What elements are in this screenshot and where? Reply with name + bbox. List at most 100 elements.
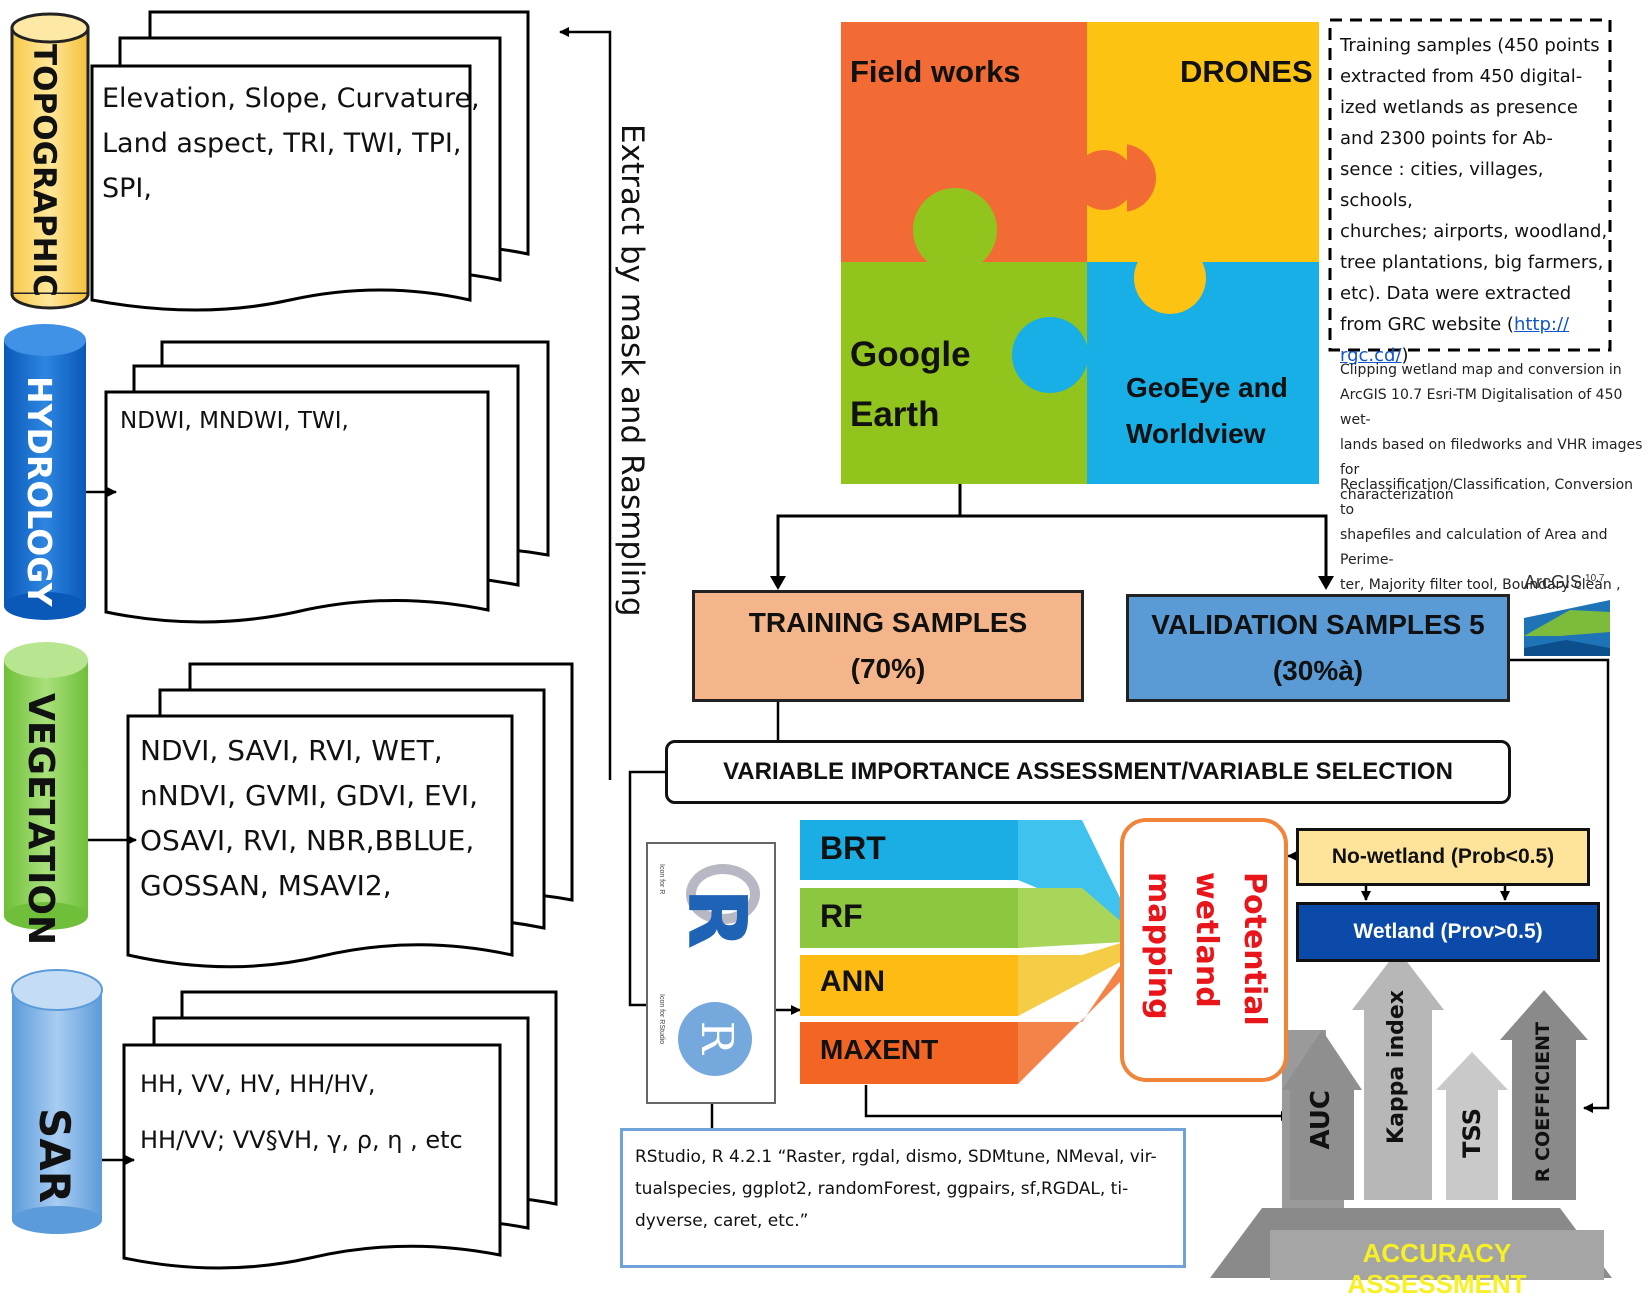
grc-link-2[interactable]: rgc.cd/	[1340, 345, 1402, 366]
extract-arrow	[559, 27, 612, 780]
clipping-note: Clipping wetland map and conversion in A…	[1340, 358, 1650, 508]
variable-selection-box: VARIABLE IMPORTANCE ASSESSMENT/VARIABLE …	[665, 740, 1511, 804]
potential-mapping-box: Potential wetland mapping	[1120, 818, 1288, 1082]
vegetation-line: nNDVI, GVMI, GDVI, EVI,	[140, 779, 479, 812]
vegetation-line: GOSSAN, MSAVI2,	[140, 869, 392, 902]
topographic-line: Elevation, Slope, Curvature,	[102, 83, 480, 114]
model-rf: RF	[800, 888, 1018, 948]
sar-variables: HH, VV, HV, HH/HV, HH/VV; VV§VH, γ, ρ, η…	[140, 1056, 463, 1168]
r-ring-icon	[686, 864, 760, 924]
rstudio-letter: R	[691, 1020, 743, 1055]
no-wetland-box: No-wetland (Prob<0.5)	[1296, 828, 1590, 886]
rstudio-line: dyverse, caret, etc.”	[635, 1211, 809, 1231]
r-caption: Icon for R	[658, 864, 665, 895]
sar-doc-stack	[122, 990, 558, 1270]
accuracy-graphic	[1210, 950, 1612, 1280]
training-samples-title: TRAINING SAMPLES	[748, 607, 1028, 638]
google-earth-label: Google Earth	[850, 325, 971, 445]
metric-kappa: Kappa index	[1384, 990, 1409, 1144]
wetland-box: Wetland (Prov>0.5)	[1296, 902, 1600, 962]
google-earth-line: Earth	[850, 395, 940, 434]
clipping-line: ArcGIS 10.7 Esri-TM Digitalisation of 45…	[1340, 387, 1623, 428]
hydrology-label: HYDROLOGY	[20, 376, 59, 607]
topographic-line: Land aspect, TRI, TWI, TPI,	[102, 128, 462, 159]
r-logo: R	[670, 854, 766, 964]
note-text: from GRC website (	[1340, 314, 1514, 335]
sar-line: HH, VV, HV, HH/HV,	[140, 1070, 376, 1098]
clipping-line: Clipping wetland map and conversion in	[1340, 362, 1622, 378]
note-line: churches; airports, woodland,	[1340, 221, 1608, 242]
model-maxent: MAXENT	[800, 1022, 1018, 1084]
grc-link[interactable]: http://	[1513, 314, 1570, 335]
r-letter-icon: R	[670, 887, 764, 950]
accuracy-title: ACCURACY ASSESSMENT	[1347, 1238, 1527, 1299]
note-line: etc). Data were extracted	[1340, 283, 1572, 304]
training-note-border	[1328, 18, 1612, 352]
sar-cylinder	[11, 969, 103, 1234]
note-line: Training samples (450 points	[1340, 35, 1600, 56]
data-sources-puzzle	[841, 22, 1319, 484]
topographic-label: TOPOGRAPHIC	[26, 44, 62, 297]
vegetation-line: OSAVI, RVI, NBR,BBLUE,	[140, 824, 475, 857]
topographic-cylinder	[10, 12, 90, 310]
reclass-line: shapefiles and calculation of Area and P…	[1340, 527, 1608, 568]
note-line: extracted from 450 digital-	[1340, 66, 1583, 87]
clipping-line: lands based on filedworks and VHR images…	[1340, 437, 1643, 478]
geoeye-line: Worldview	[1126, 418, 1266, 449]
topographic-doc-stack	[90, 10, 530, 312]
arcgis-name: ArcGIS	[1524, 572, 1583, 592]
training-note: Training samples (450 points extracted f…	[1340, 30, 1610, 371]
potential-line: Potential	[1237, 872, 1272, 1026]
topographic-variables: Elevation, Slope, Curvature, Land aspect…	[102, 76, 480, 211]
vegetation-cylinder	[4, 642, 88, 930]
training-samples-percent: (70%)	[850, 653, 926, 684]
note-line: tree plantations, big farmers,	[1340, 252, 1604, 273]
vegetation-variables: NDVI, SAVI, RVI, WET, nNDVI, GVMI, GDVI,…	[140, 728, 478, 908]
geoeye-label: GeoEye and Worldview	[1126, 365, 1288, 457]
potential-line: mapping	[1141, 872, 1176, 1020]
topographic-line: SPI,	[102, 173, 152, 204]
potential-mapping-label: Potential wetland mapping	[1134, 872, 1278, 1026]
potential-line: wetland	[1189, 872, 1224, 1008]
validation-samples-percent: (30%à)	[1272, 655, 1364, 686]
field-works-label: Field works	[850, 54, 1021, 89]
metric-r-coefficient: R COEFFICIENT	[1532, 1022, 1554, 1183]
arcgis-logo	[1524, 600, 1610, 656]
arcgis-version: 10.7	[1585, 573, 1605, 584]
extract-label: Extract by mask and Rasmpling	[614, 124, 650, 617]
rstudio-line: tualspecies, ggplot2, randomForest, ggpa…	[635, 1179, 1129, 1199]
sar-label: SAR	[30, 1108, 79, 1204]
r-software-box: R Icon for R R Icon for RStudio	[646, 842, 776, 1104]
rstudio-caption: Icon for RStudio	[658, 994, 665, 1045]
model-brt: BRT	[800, 820, 1018, 880]
google-earth-line: Google	[850, 335, 971, 374]
hydrology-variables: NDWI, MNDWI, TWI,	[120, 408, 349, 434]
drones-label: DRONES	[1180, 54, 1313, 89]
note-line: and 2300 points for Ab-	[1340, 128, 1553, 149]
note-line-link: from GRC website (http://	[1340, 309, 1610, 340]
geoeye-line: GeoEye and	[1126, 372, 1288, 403]
models-ribbons	[1018, 820, 1124, 1084]
vegetation-label: VEGETATION	[20, 693, 61, 946]
note-line: ized wetlands as presence	[1340, 97, 1578, 118]
vegetation-doc-stack	[126, 662, 574, 969]
note-line: sence : cities, villages, schools,	[1340, 159, 1544, 211]
hydrology-cylinder	[4, 324, 86, 620]
note-line-link: rgc.cd/)	[1340, 340, 1610, 371]
reclass-line: Reclassification/Classification, Convers…	[1340, 477, 1634, 518]
training-samples-box: TRAINING SAMPLES (70%)	[692, 590, 1084, 702]
validation-samples-title: VALIDATION SAMPLES 5	[1151, 609, 1485, 640]
vegetation-line: NDVI, SAVI, RVI, WET,	[140, 734, 443, 767]
model-ann: ANN	[800, 955, 1018, 1016]
sar-line: HH/VV; VV§VH, γ, ρ, η , etc	[140, 1126, 463, 1154]
metric-auc: AUC	[1306, 1090, 1336, 1150]
validation-samples-box: VALIDATION SAMPLES 5 (30%à)	[1126, 594, 1510, 702]
clipping-line: characterization	[1340, 487, 1454, 503]
hydrology-doc-stack	[104, 340, 550, 624]
rstudio-logo-icon: R	[678, 1002, 752, 1076]
rstudio-line: RStudio, R 4.2.1 “Raster, rgdal, dismo, …	[635, 1147, 1157, 1167]
note-text: )	[1401, 345, 1409, 366]
metric-tss: TSS	[1458, 1108, 1486, 1158]
